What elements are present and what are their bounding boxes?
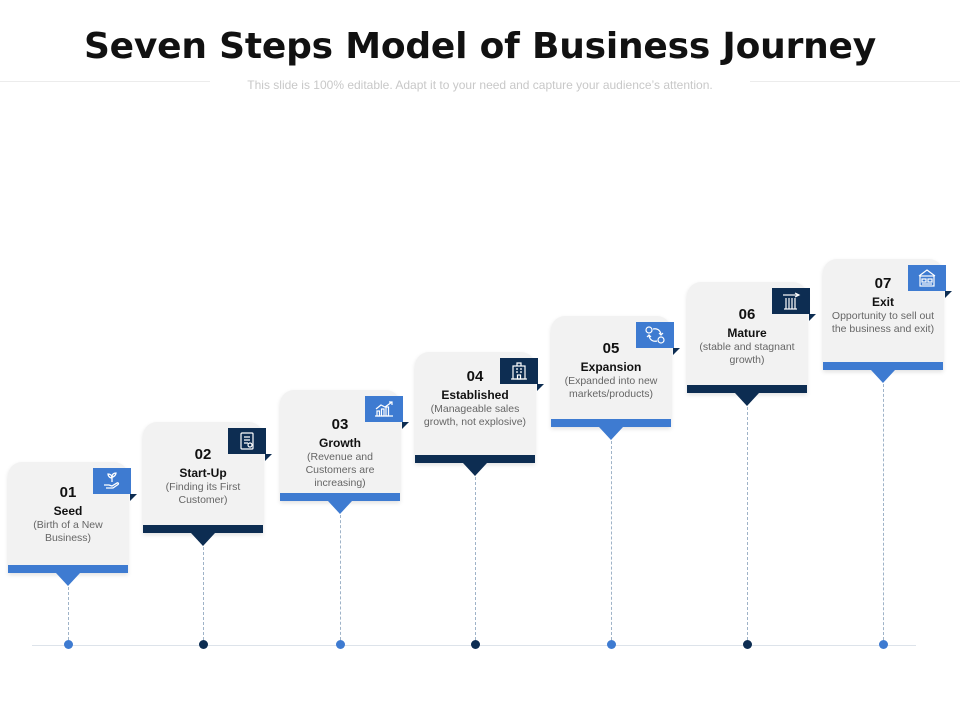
connector-line-7 [883, 384, 884, 640]
seedling-hand-icon [93, 468, 131, 494]
step-name: Exit [871, 295, 894, 309]
icon-fold-corner [402, 422, 409, 429]
timeline-dot-7 [878, 640, 888, 649]
step-accent-bar [551, 419, 671, 427]
growth-chart-icon [365, 396, 403, 422]
timeline-dot-2 [198, 640, 208, 649]
step-description: (Expanded into new markets/products) [564, 375, 658, 400]
step-name: Mature [727, 326, 767, 340]
title-divider-left [0, 81, 210, 82]
step-description: (Revenue and Customers are increasing) [305, 451, 375, 489]
page-title: Seven Steps Model of Business Journey [83, 26, 877, 67]
step-number: 01 [59, 484, 77, 501]
step-number: 07 [874, 275, 892, 292]
title-divider-right [750, 81, 960, 82]
connector-line-5 [611, 441, 612, 640]
step-accent-bar [280, 493, 400, 501]
step-accent-bar [823, 362, 943, 370]
step-description: (stable and stagnant growth) [699, 341, 795, 366]
timeline-dot-6 [742, 640, 752, 649]
icon-fold-corner [809, 314, 816, 321]
timeline-dot-5 [606, 640, 616, 649]
step-pointer [599, 427, 623, 440]
step-pointer [328, 501, 352, 514]
connector-line-2 [203, 547, 204, 640]
page-subtitle: This slide is 100% editable. Adapt it to… [247, 78, 713, 92]
building-icon [500, 358, 538, 384]
step-description: (Manageable sales growth, not explosive) [423, 403, 527, 428]
connector-line-4 [475, 477, 476, 640]
timeline-dot-1 [63, 640, 73, 649]
step-number: 05 [602, 340, 620, 357]
connector-line-6 [747, 407, 748, 640]
document-checklist-icon [228, 428, 266, 454]
timeline-dot-3 [335, 640, 345, 649]
step-accent-bar [143, 525, 263, 533]
icon-fold-corner [130, 494, 137, 501]
step-name: Expansion [580, 360, 642, 374]
step-accent-bar [687, 385, 807, 393]
step-number: 03 [331, 416, 349, 433]
step-number: 06 [738, 306, 756, 323]
step-pointer [191, 533, 215, 546]
connector-line-3 [340, 515, 341, 640]
timeline-dot-4 [470, 640, 480, 649]
step-pointer [56, 573, 80, 586]
step-description: (Finding its First Customer) [165, 481, 241, 506]
connector-line-1 [68, 587, 69, 640]
step-name: Established [441, 388, 509, 402]
step-number: 02 [194, 446, 212, 463]
step-name: Start-Up [179, 466, 227, 480]
icon-fold-corner [673, 348, 680, 355]
step-description: (Birth of a New Business) [33, 519, 103, 544]
icon-fold-corner [265, 454, 272, 461]
icon-fold-corner [945, 291, 952, 298]
storefront-exit-icon [908, 265, 946, 291]
pillar-icon [772, 288, 810, 314]
step-pointer [871, 370, 895, 383]
step-accent-bar [415, 455, 535, 463]
step-accent-bar [8, 565, 128, 573]
step-pointer [463, 463, 487, 476]
step-name: Growth [319, 436, 361, 450]
step-name: Seed [53, 504, 83, 518]
currency-exchange-icon [636, 322, 674, 348]
step-number: 04 [466, 368, 484, 385]
step-pointer [735, 393, 759, 406]
icon-fold-corner [537, 384, 544, 391]
step-description: Opportunity to sell out the business and… [831, 310, 935, 335]
